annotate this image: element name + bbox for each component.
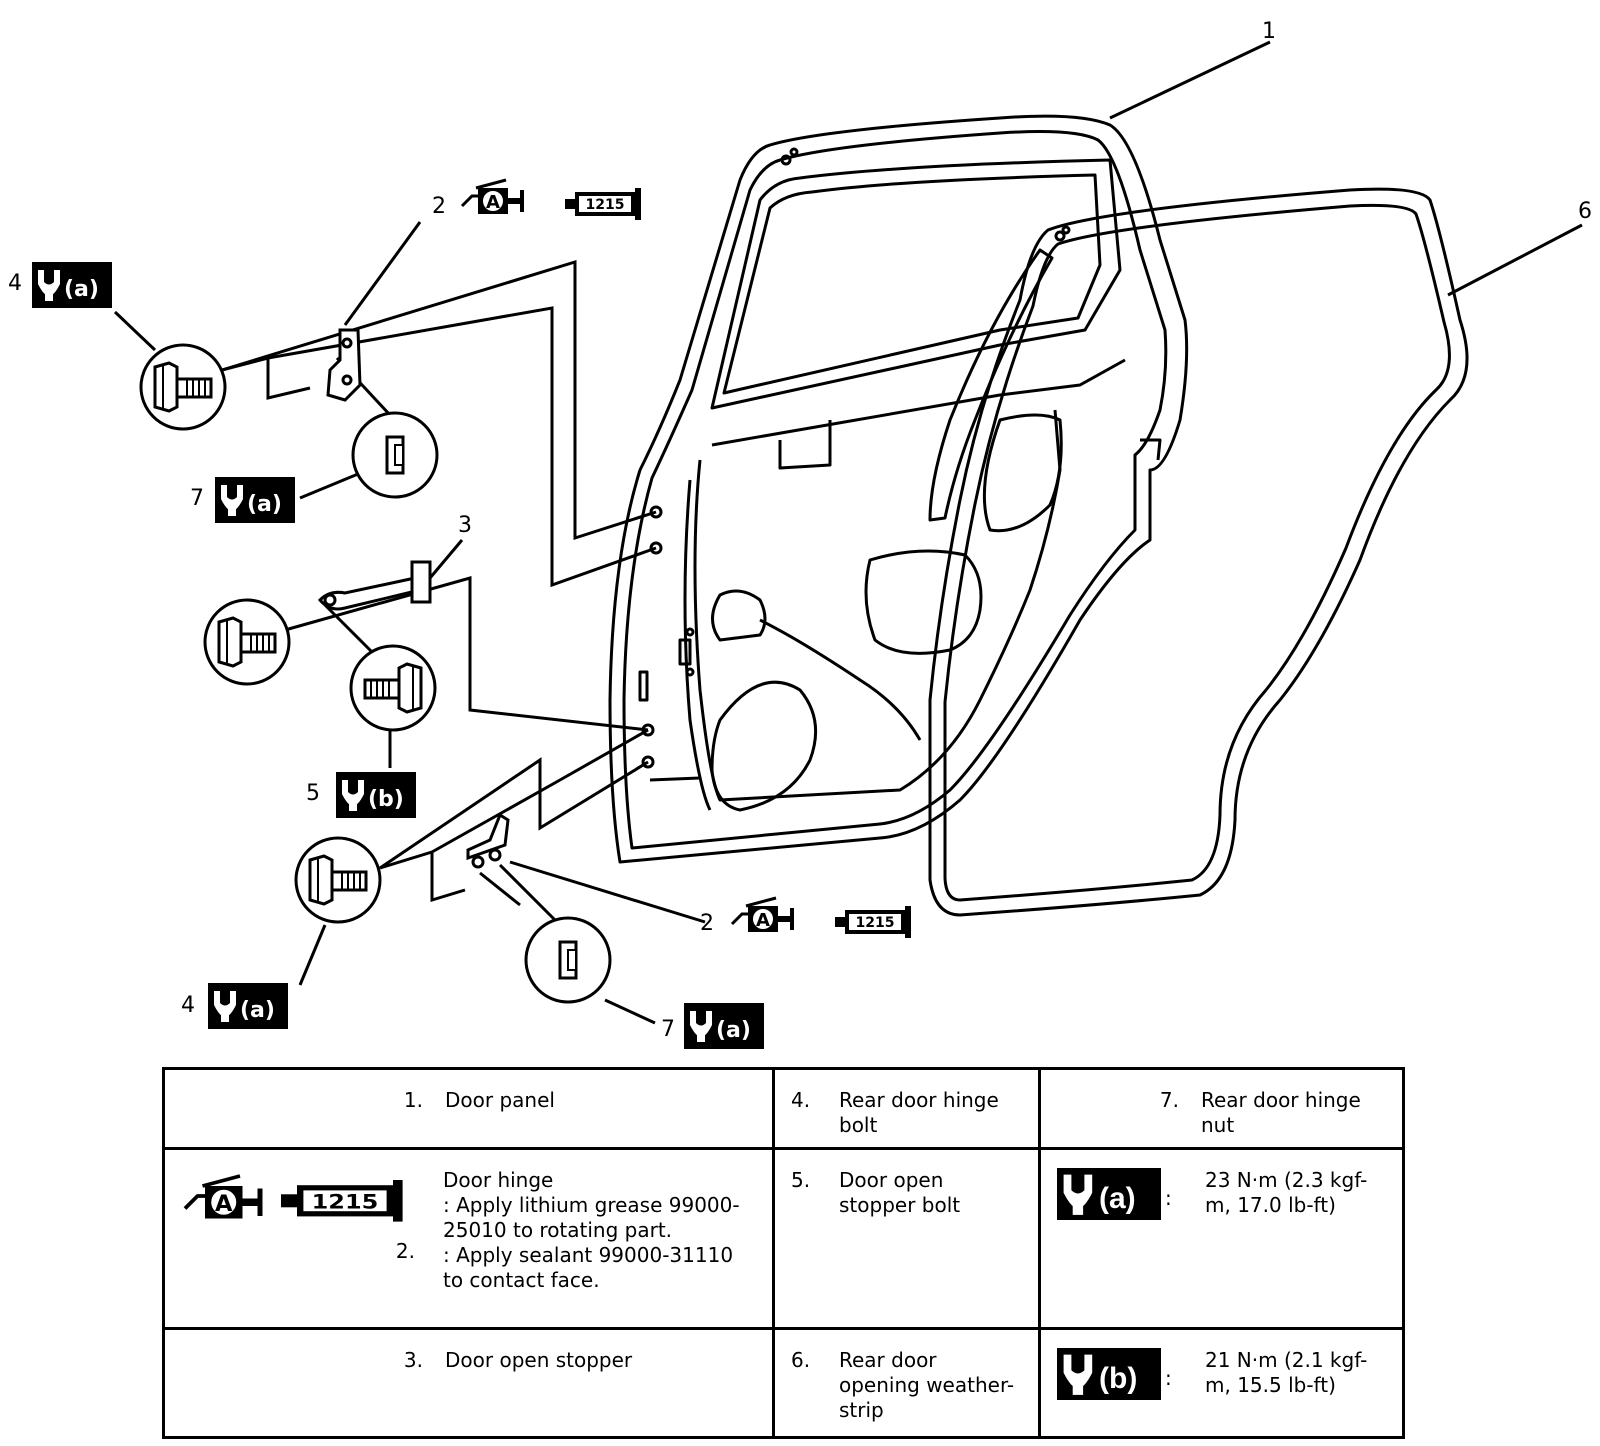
parts-legend-table: 1. Door panel 4. Rear door hinge bolt 7.… xyxy=(162,1067,1405,1439)
svg-text:1215: 1215 xyxy=(586,197,625,213)
legend-cell-2: A 1215 2. Door hinge : Apply lithium gre… xyxy=(162,1147,775,1330)
stopper-bolt-detail-2 xyxy=(349,644,437,732)
lower-door-hinge xyxy=(466,812,510,869)
torque-spec-a: 23 N·m (2.3 kgf-m, 17.0 lb-ft) xyxy=(1205,1168,1368,1217)
legend-text-4: Rear door hinge bolt xyxy=(839,1088,999,1137)
legend-num-5: 5. xyxy=(791,1168,811,1192)
legend-text-2-title: Door hinge xyxy=(443,1168,554,1192)
svg-text:(a): (a) xyxy=(1099,1182,1136,1215)
callout-6: 6 xyxy=(1578,199,1592,224)
leader-lines xyxy=(221,259,657,922)
svg-text:1215: 1215 xyxy=(312,1192,379,1214)
legend-cell-1: 1. Door panel xyxy=(162,1067,775,1150)
legend-cell-7: 7. Rear door hinge nut xyxy=(1038,1067,1405,1150)
weather-strip xyxy=(928,187,1469,917)
upper-hinge-bolt-detail xyxy=(139,343,227,431)
legend-num-2: 2. xyxy=(396,1239,415,1263)
svg-text:(a): (a) xyxy=(716,1018,751,1043)
door-panel xyxy=(608,114,1189,864)
legend-colon-a: : xyxy=(1165,1186,1172,1210)
torque-badge-a: (a) xyxy=(208,983,288,1029)
callout-7-top: 7 xyxy=(190,486,204,511)
svg-text:A: A xyxy=(756,910,770,931)
svg-text:(b): (b) xyxy=(368,787,404,812)
legend-num-4: 4. xyxy=(791,1088,811,1112)
sealant-tube-icon: 1215 xyxy=(281,1180,403,1222)
sealant-tube-icon: 1215 xyxy=(565,188,641,220)
legend-cell-6: 6. Rear door opening weather-strip xyxy=(772,1327,1041,1439)
legend-colon-b: : xyxy=(1165,1366,1172,1390)
legend-text-7: Rear door hinge nut xyxy=(1201,1088,1361,1137)
svg-text:A: A xyxy=(486,192,500,213)
svg-text:A: A xyxy=(215,1191,233,1217)
grease-gun-icon: A xyxy=(183,1174,265,1221)
sealant-tube-icon: 1215 xyxy=(835,906,911,938)
svg-text:1215: 1215 xyxy=(856,915,895,931)
callout-4-top: 4 xyxy=(8,271,22,296)
torque-badge-a: (a) xyxy=(32,262,112,308)
lower-hinge-nut-detail xyxy=(524,916,612,1004)
grease-gun-icon: A xyxy=(730,896,796,934)
legend-cell-torque-a: (a) : 23 N·m (2.3 kgf-m, 17.0 lb-ft) xyxy=(1038,1147,1405,1330)
lower-hinge-bolt-detail xyxy=(294,836,382,924)
legend-num-7: 7. xyxy=(1159,1088,1179,1112)
svg-text:(b): (b) xyxy=(1099,1362,1137,1395)
callout-1: 1 xyxy=(1262,19,1276,44)
svg-text:(a): (a) xyxy=(240,998,275,1023)
callout-2-bottom: 2 xyxy=(700,911,714,936)
torque-spec-b: 21 N·m (2.1 kgf-m, 15.5 lb-ft) xyxy=(1205,1348,1368,1397)
legend-text-1: Door panel xyxy=(445,1088,555,1112)
grease-gun-icon: A xyxy=(460,178,526,216)
legend-text-2-sealant: : Apply sealant 99000-31110 to contact f… xyxy=(443,1243,734,1292)
torque-badge-a: (a) xyxy=(215,477,295,523)
legend-cell-4: 4. Rear door hinge bolt xyxy=(772,1067,1041,1150)
legend-cell-torque-b: (b) : 21 N·m (2.1 kgf-m, 15.5 lb-ft) xyxy=(1038,1327,1405,1439)
torque-badge-b: (b) xyxy=(1057,1348,1165,1406)
legend-text-2-grease: : Apply lithium grease 99000-25010 to ro… xyxy=(443,1193,740,1242)
callout-3: 3 xyxy=(458,513,472,538)
legend-cell-3: 3. Door open stopper xyxy=(162,1327,775,1439)
upper-hinge-nut-detail xyxy=(351,411,439,499)
callout-5: 5 xyxy=(306,781,320,806)
torque-badge-a: (a) xyxy=(684,1003,764,1049)
legend-cell-5: 5. Door open stopper bolt xyxy=(772,1147,1041,1330)
callout-2-top: 2 xyxy=(432,194,446,219)
callout-4-bottom: 4 xyxy=(181,993,195,1018)
svg-text:(a): (a) xyxy=(64,277,99,302)
legend-num-1: 1. xyxy=(403,1088,423,1112)
door-stopper-arm xyxy=(317,560,432,611)
legend-text-5: Door open stopper bolt xyxy=(839,1168,961,1217)
legend-symbols: A 1215 2. xyxy=(181,1164,421,1284)
stopper-bolt-detail-1 xyxy=(203,598,291,686)
legend-text-3: Door open stopper xyxy=(445,1348,633,1372)
door-exploded-diagram: 1 6 2 4 7 3 5 2 4 7 A 1215 A 1215 (a) (a… xyxy=(8,19,1592,1049)
callout-7-bottom: 7 xyxy=(661,1017,675,1042)
upper-door-hinge xyxy=(326,328,362,402)
legend-num-3: 3. xyxy=(403,1348,423,1372)
callout-leaders xyxy=(113,40,1583,1025)
legend-num-6: 6. xyxy=(791,1348,811,1372)
svg-text:(a): (a) xyxy=(247,492,282,517)
torque-badge-a: (a) xyxy=(1057,1168,1165,1226)
legend-text-6: Rear door opening weather-strip xyxy=(839,1348,1015,1422)
torque-badge-b: (b) xyxy=(336,772,416,818)
